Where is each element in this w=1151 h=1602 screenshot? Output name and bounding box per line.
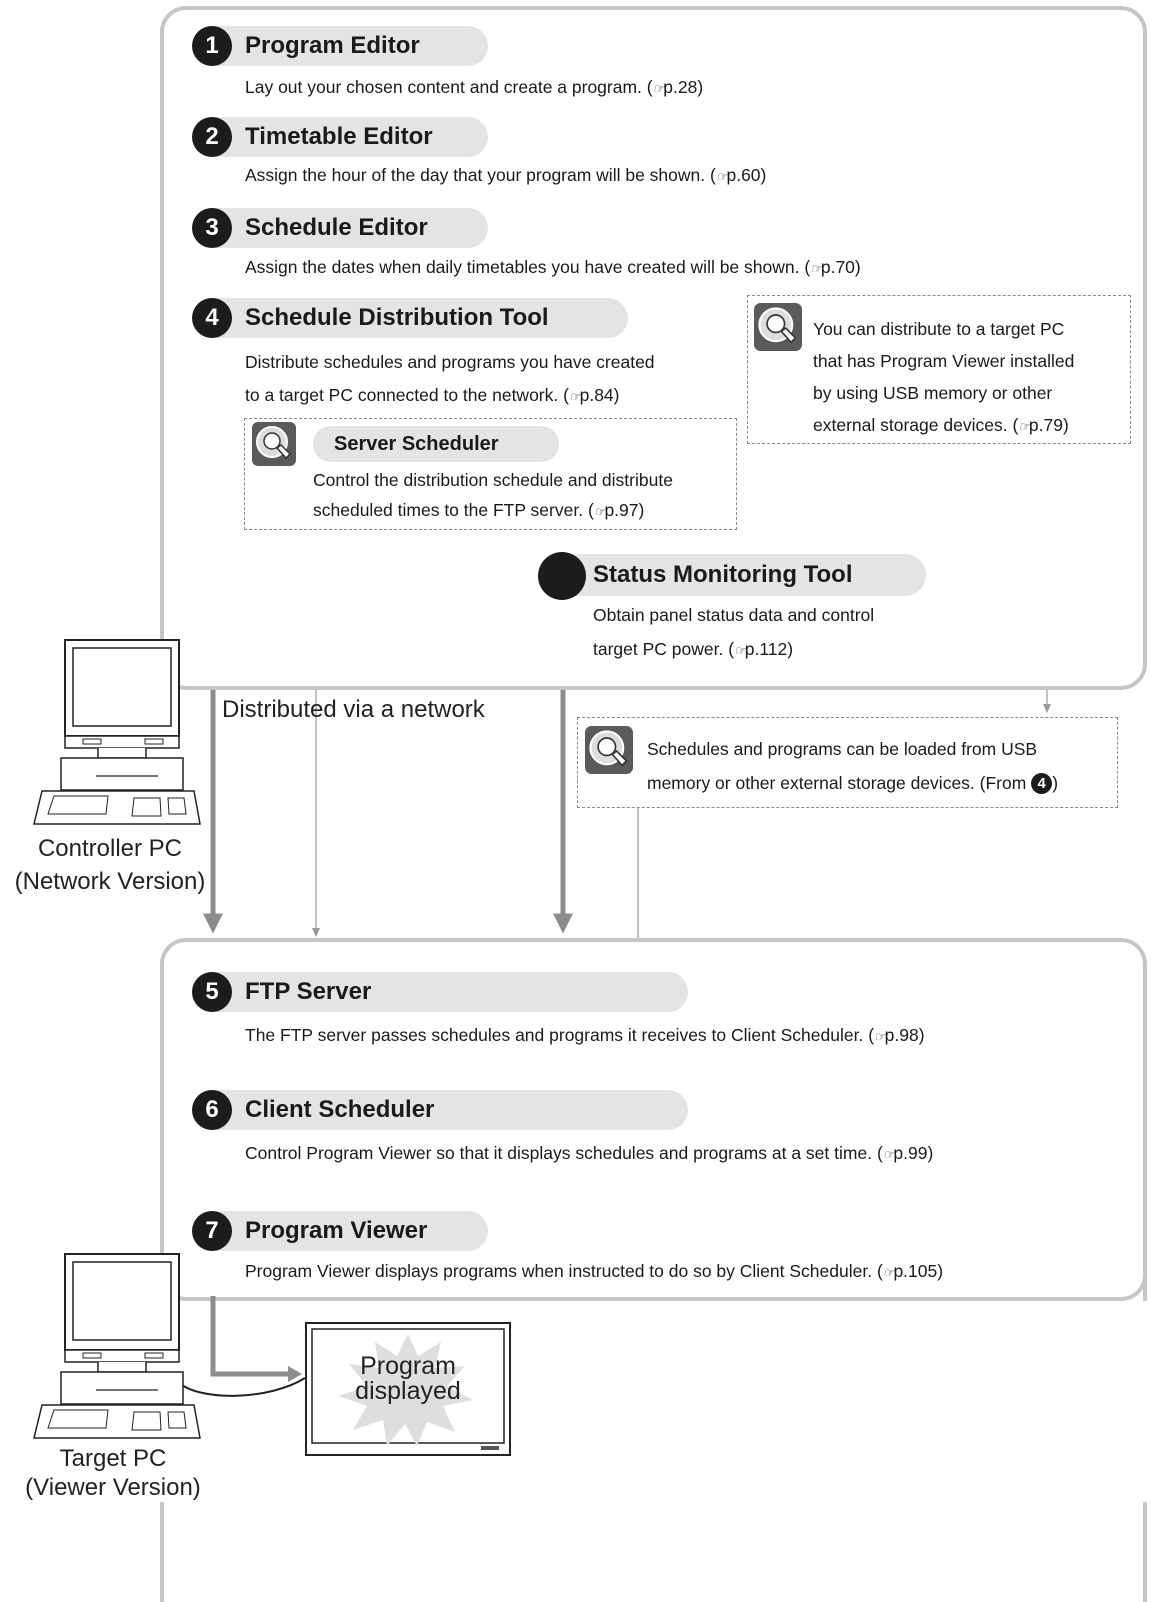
- pointing-hand-icon: ☞: [593, 504, 606, 519]
- step-2-ref: (☞p.60): [710, 165, 767, 185]
- status-tool-badge: [538, 552, 586, 600]
- step-6-description: Control Program Viewer so that it displa…: [245, 1143, 934, 1163]
- step-5-title: FTP Server: [245, 978, 372, 1005]
- step-3-title: Schedule Editor: [245, 214, 428, 241]
- step-1-pill: [213, 26, 488, 66]
- server-scheduler-ref: (☞p.97): [587, 500, 645, 520]
- step-2-title: Timetable Editor: [245, 123, 433, 150]
- pointing-hand-icon: ☞: [882, 1147, 895, 1162]
- step-7-pill: [213, 1211, 488, 1251]
- usb-distribute-ref: (☞p.79): [1012, 415, 1069, 435]
- step-4-title: Schedule Distribution Tool: [245, 304, 549, 331]
- controller-pc-illustration: [28, 638, 208, 828]
- pointing-hand-icon: ☞: [810, 261, 822, 276]
- step-4-badge: 4: [192, 298, 232, 338]
- step-4-inline-badge: 4: [1031, 773, 1053, 794]
- starburst: [339, 1334, 473, 1446]
- display-arrow-layer: [177, 1296, 306, 1397]
- display-label: Program displayed: [355, 1352, 461, 1405]
- step-7-title: Program Viewer: [245, 1217, 428, 1244]
- step-1-ref: (☞p.28): [646, 77, 704, 97]
- lightbulb-icon: [754, 303, 802, 351]
- step-4-description: Distribute schedules and programs you ha…: [245, 352, 655, 405]
- step-2-badge: 2: [192, 117, 232, 157]
- step-6-ref: (☞p.99): [876, 1143, 934, 1163]
- server-scheduler-description: Control the distribution schedule and di…: [313, 470, 673, 520]
- step-1-title: Program Editor: [245, 32, 420, 59]
- status-tool-ref: (☞p.112): [728, 639, 794, 659]
- step-5-badge: 5: [192, 972, 232, 1012]
- pointing-hand-icon: ☞: [734, 643, 746, 658]
- step-3-ref: (☞p.70): [804, 257, 861, 277]
- status-tool-title: Status Monitoring Tool: [593, 561, 853, 588]
- pointing-hand-icon: ☞: [882, 1265, 895, 1280]
- step-2-pill: [213, 117, 488, 157]
- step-7-description: Program Viewer displays programs when in…: [245, 1261, 944, 1281]
- status-tool-description: Obtain panel status data and control tar…: [593, 605, 875, 659]
- controller-pc-label: Controller PC (Network Version): [14, 835, 206, 895]
- server-scheduler-title: Server Scheduler: [334, 433, 499, 455]
- step-3-description: Assign the dates when daily timetables y…: [245, 257, 861, 277]
- step-6-pill: [213, 1090, 688, 1130]
- step-3-badge: 3: [192, 208, 232, 248]
- usb-distribute-tip-text: You can distribute to a target PC that h…: [813, 319, 1075, 435]
- usb-load-tip-box: [577, 717, 1118, 808]
- target-pc-label: Target PC (Viewer Version): [25, 1445, 201, 1501]
- usb-load-tip-text: Schedules and programs can be loaded fro…: [647, 739, 1059, 794]
- step-4-ref: (☞p.84): [563, 385, 620, 405]
- step-4-pill: [213, 298, 628, 338]
- usb-distribute-tip-box: [747, 295, 1131, 444]
- step-1-description: Lay out your chosen content and create a…: [245, 77, 704, 97]
- status-tool-pill: [563, 554, 926, 596]
- distributed-label: Distributed via a network: [222, 696, 485, 723]
- target-pc-illustration: [28, 1252, 208, 1442]
- step-6-badge: 6: [192, 1090, 232, 1130]
- step-1-badge: 1: [192, 26, 232, 66]
- step-5-ref: (☞p.98): [868, 1025, 925, 1045]
- pointing-hand-icon: ☞: [715, 169, 728, 184]
- display-panel: [305, 1322, 511, 1456]
- pointing-hand-icon: ☞: [652, 81, 665, 96]
- step-5-pill: [213, 972, 688, 1012]
- pointing-hand-icon: ☞: [1018, 419, 1030, 434]
- pointing-hand-icon: ☞: [568, 389, 581, 404]
- step-2-description: Assign the hour of the day that your pro…: [245, 165, 767, 185]
- step-6-title: Client Scheduler: [245, 1096, 435, 1123]
- step-7-badge: 7: [192, 1211, 232, 1251]
- server-scheduler-pill: [313, 426, 559, 462]
- step-7-ref: (☞p.105): [876, 1261, 944, 1281]
- pointing-hand-icon: ☞: [874, 1029, 886, 1044]
- lightbulb-icon: [585, 726, 633, 774]
- step-5-description: The FTP server passes schedules and prog…: [245, 1025, 925, 1045]
- lightbulb-icon: [252, 422, 296, 466]
- step-3-pill: [213, 208, 488, 248]
- server-scheduler-box: [244, 418, 737, 530]
